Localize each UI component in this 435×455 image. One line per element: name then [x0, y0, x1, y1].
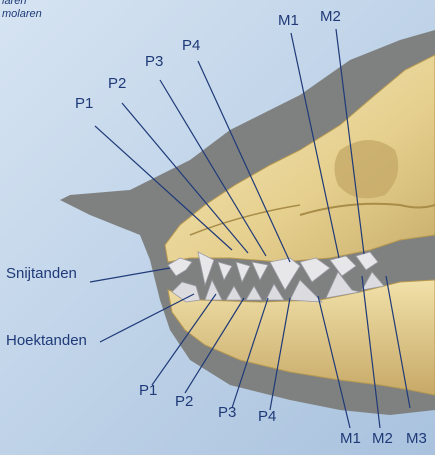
label-lower-m2: M2: [372, 430, 393, 447]
label-hoektanden: Hoektanden: [6, 332, 87, 349]
eye-socket: [334, 140, 398, 198]
label-lower-p4: P4: [258, 408, 276, 425]
label-upper-p1: P1: [75, 95, 93, 112]
label-lower-p1: P1: [139, 382, 157, 399]
label-upper-p2: P2: [108, 75, 126, 92]
label-upper-m1: M1: [278, 12, 299, 29]
label-lower-m1: M1: [340, 430, 361, 447]
label-upper-p4: P4: [182, 37, 200, 54]
label-lower-p3: P3: [218, 404, 236, 421]
label-snijtanden: Snijtanden: [6, 265, 77, 282]
label-lower-m3: M3: [406, 430, 427, 447]
label-upper-m2: M2: [320, 8, 341, 25]
label-lower-p2: P2: [175, 393, 193, 410]
label-upper-p3: P3: [145, 53, 163, 70]
